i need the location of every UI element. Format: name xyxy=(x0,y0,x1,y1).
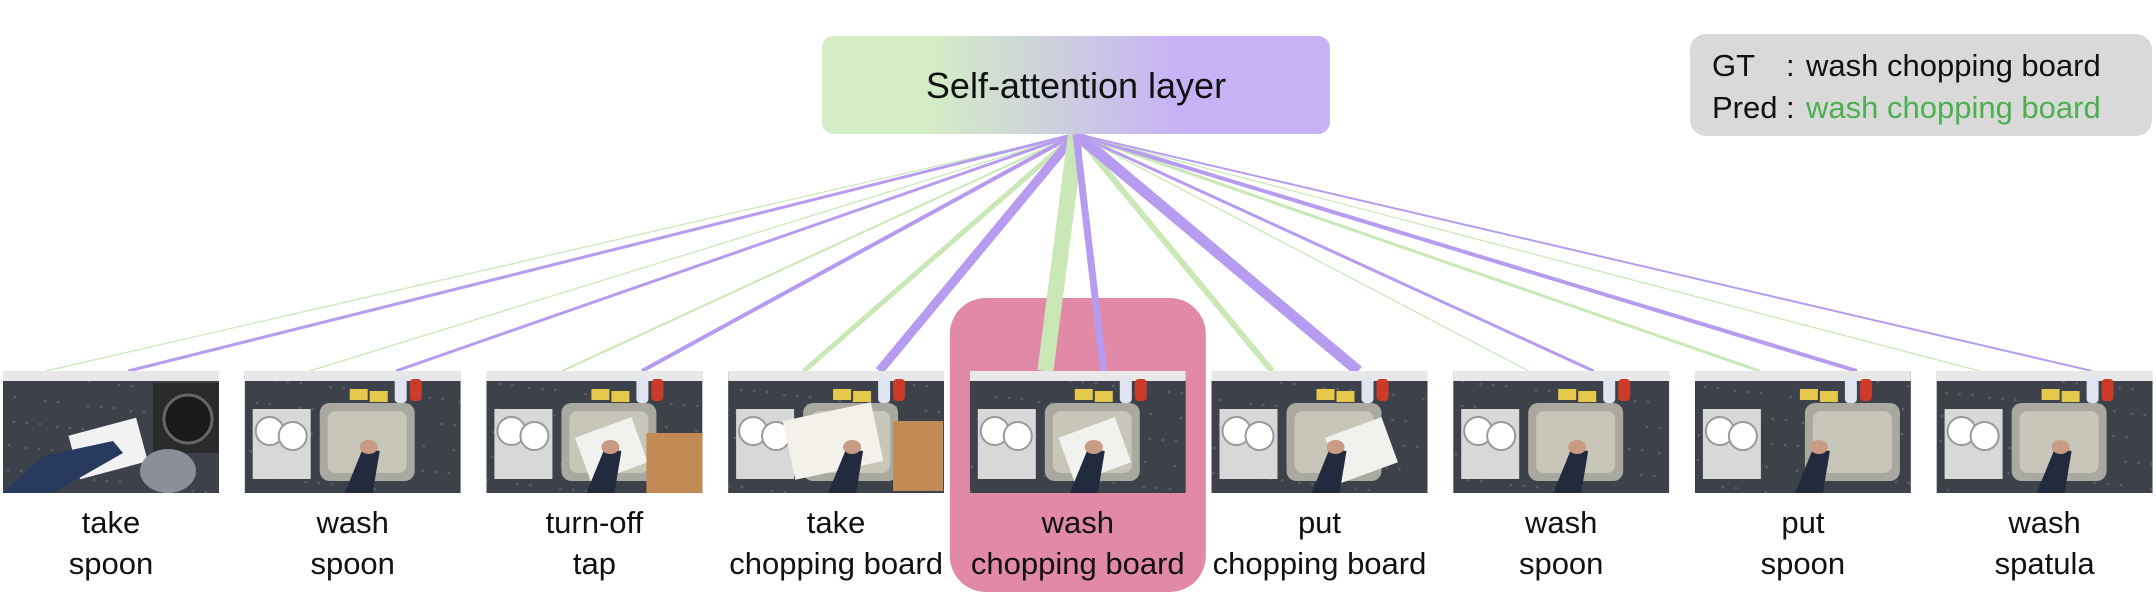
prediction-legend: GT : wash chopping board Pred : wash cho… xyxy=(1690,34,2152,136)
attention-line-green xyxy=(1073,132,1275,373)
attention-line-green xyxy=(561,133,1077,372)
self-attention-layer-box xyxy=(822,36,1330,134)
frame-2: wash spoon xyxy=(244,371,461,581)
frame-image xyxy=(1211,371,1428,493)
frame-image xyxy=(969,371,1186,493)
frame-3: turn-off tap xyxy=(486,371,703,581)
attention-line-purple xyxy=(875,131,1080,374)
frame-label-object: spoon xyxy=(310,546,394,581)
frame-label-action: wash xyxy=(1524,505,1597,540)
frame-image xyxy=(728,371,945,493)
pred-value: wash chopping board xyxy=(1805,90,2101,125)
attention-line-green xyxy=(46,133,1077,372)
frame-image xyxy=(1936,371,2153,493)
frame-9: wash spatula xyxy=(1936,371,2153,581)
prediction-legend-box xyxy=(1690,34,2152,136)
frame-label-action: turn-off xyxy=(546,505,644,540)
frame-label-object: chopping board xyxy=(729,546,943,581)
attention-line-purple xyxy=(395,132,1077,373)
attention-line-purple xyxy=(127,132,1077,373)
attention-line-purple xyxy=(1072,129,1362,376)
frame-label-object: spoon xyxy=(1519,546,1603,581)
frame-label-object: spatula xyxy=(1995,546,2096,581)
frame-label-action: wash xyxy=(2007,505,2080,540)
pred-label: Pred xyxy=(1712,90,1777,125)
frame-label-object: chopping board xyxy=(1213,546,1427,581)
gt-label: GT xyxy=(1712,48,1755,83)
attention-line-purple xyxy=(640,132,1077,373)
frame-label-object: tap xyxy=(573,546,616,581)
attention-line-green xyxy=(802,132,1078,373)
frame-label-action: wash xyxy=(1041,505,1114,540)
attention-line-purple xyxy=(1075,132,1595,373)
pred-separator: : xyxy=(1786,90,1795,125)
self-attention-layer-label: Self-attention layer xyxy=(926,65,1226,106)
frame-label-action: put xyxy=(1298,505,1341,540)
frame-label-object: spoon xyxy=(1761,546,1845,581)
frame-1: take spoon xyxy=(3,371,219,581)
frame-label-action: put xyxy=(1781,505,1824,540)
frame-image xyxy=(1694,371,1911,493)
frame-label-action: take xyxy=(82,505,141,540)
attention-line-green xyxy=(1037,132,1084,373)
attention-lines xyxy=(46,129,2093,376)
frame-4: take chopping board xyxy=(728,371,945,581)
attention-line-green xyxy=(309,133,1077,372)
frame-5: wash chopping board xyxy=(969,371,1186,581)
self-attention-layer: Self-attention layer xyxy=(822,36,1330,134)
attention-line-green xyxy=(1075,133,1980,372)
frame-8: put spoon xyxy=(1694,371,1911,581)
frame-label-action: take xyxy=(807,505,866,540)
frame-image xyxy=(3,371,219,493)
frame-image xyxy=(486,371,703,493)
video-frames: take spoon wash spoon turn-off tap take choppin… xyxy=(3,371,2153,581)
frame-image xyxy=(244,371,461,493)
frame-image xyxy=(1453,371,1670,493)
frame-label-action: wash xyxy=(316,505,389,540)
attention-line-purple xyxy=(1075,133,2093,372)
frame-label-object: chopping board xyxy=(971,546,1185,581)
attention-line-green xyxy=(1075,132,1761,373)
attention-line-purple xyxy=(1072,133,1108,372)
frame-6: put chopping board xyxy=(1211,371,1428,581)
attention-line-green xyxy=(1075,133,1530,372)
gt-value: wash chopping board xyxy=(1805,48,2101,83)
frame-7: wash spoon xyxy=(1453,371,1670,581)
gt-separator: : xyxy=(1786,48,1795,83)
attention-line-purple xyxy=(1075,132,1858,373)
frame-label-object: spoon xyxy=(69,546,153,581)
